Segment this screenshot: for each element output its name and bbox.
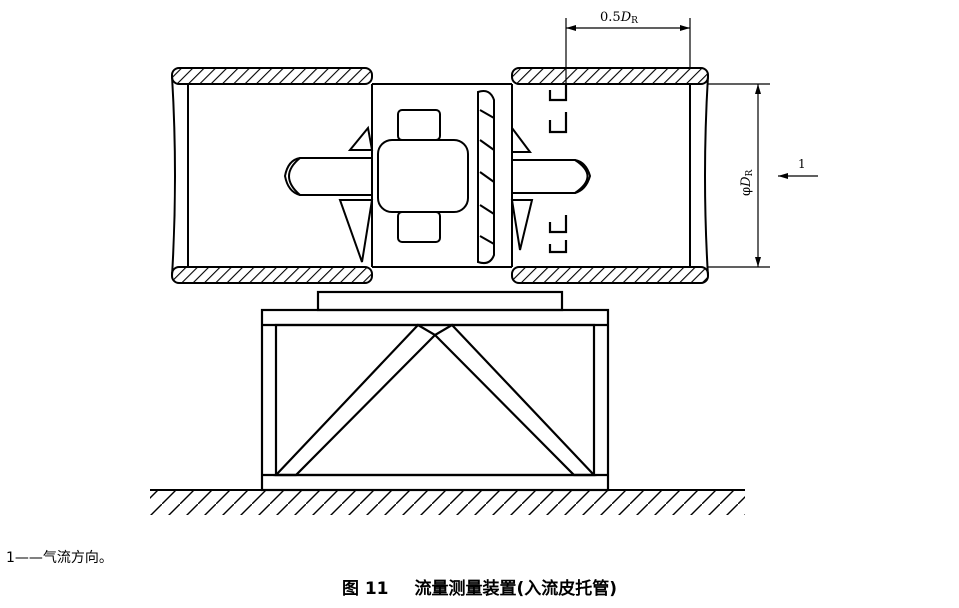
airflow-callout: 1 <box>778 157 818 179</box>
support-stand <box>260 290 610 492</box>
figure-caption: 图 11 流量测量装置(入流皮托管) <box>0 574 959 599</box>
left-duct <box>171 67 373 284</box>
fan-housing <box>372 83 512 268</box>
legend-note: 1——气流方向。 <box>6 550 113 566</box>
offset-dimension-label: 0.5DR <box>600 10 638 26</box>
diameter-dimension-label: φDR <box>739 169 755 196</box>
ground <box>150 489 745 515</box>
diameter-dimension: φDR <box>708 83 770 268</box>
figure-number: 图 11 <box>341 579 389 599</box>
pitot-tubes <box>548 84 568 254</box>
fan-assembly <box>283 90 592 265</box>
right-duct <box>511 67 709 284</box>
figure-title: 流量测量装置(入流皮托管) <box>414 579 618 599</box>
airflow-callout-number: 1 <box>798 157 806 171</box>
offset-dimension: 0.5DR <box>565 10 691 84</box>
